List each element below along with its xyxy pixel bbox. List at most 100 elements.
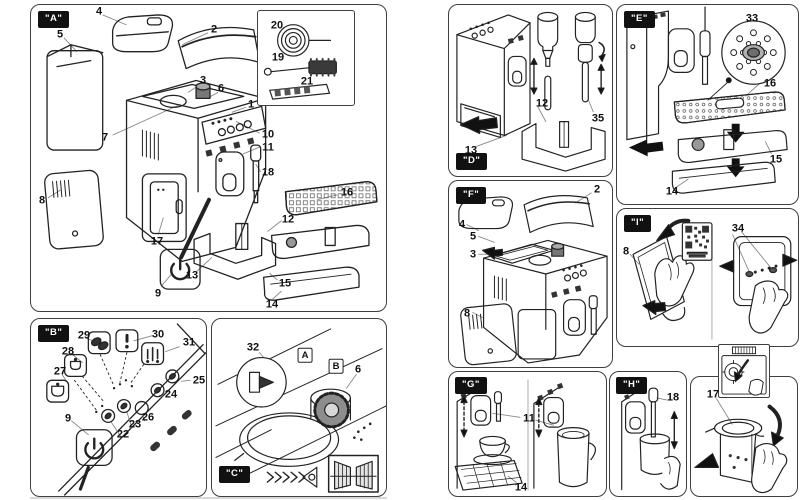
cup-support — [521, 121, 606, 172]
large-cup-icon — [46, 379, 70, 403]
part-number-10: 10 — [261, 128, 275, 141]
panel-B-badge: "B" — [38, 325, 70, 342]
water-test-strip-icon — [268, 83, 331, 100]
part-number-28: 28 — [61, 345, 75, 358]
panel-A-exploded-view: "A" — [30, 4, 387, 312]
panel-I-badge: "I" — [624, 215, 652, 232]
drip-grid — [454, 459, 523, 491]
coffee-spout — [215, 151, 245, 197]
drip-tray — [262, 266, 360, 301]
part-number-6: 6 — [354, 363, 362, 376]
part-number-14: 14 — [665, 185, 679, 198]
rotate-arrow — [767, 404, 782, 438]
part-number-8: 8 — [463, 307, 471, 320]
coffee-spout — [625, 401, 646, 434]
service-door — [517, 308, 557, 360]
hand-lower — [662, 306, 686, 322]
panel-F-covers-removed: "F" — [448, 180, 613, 368]
panel-D-frother-disassembly: "D" — [448, 4, 613, 177]
nozzle-seat-detail — [707, 20, 786, 101]
eye-icon — [302, 466, 318, 488]
steam-wand — [250, 144, 262, 204]
part-number-25: 25 — [192, 374, 206, 387]
part-number-4: 4 — [458, 218, 466, 231]
accessories-inset — [257, 10, 355, 106]
part-number-27: 27 — [53, 365, 67, 378]
part-number-2: 2 — [593, 183, 601, 196]
part-number-22: 22 — [116, 428, 130, 441]
part-number-15: 15 — [769, 153, 783, 166]
small-cup-icon — [63, 353, 88, 377]
side-panel — [44, 169, 104, 250]
assembly-arrows — [628, 123, 745, 178]
drip-tray-insert — [270, 224, 370, 260]
height-arrow — [460, 395, 468, 438]
panel-A-badge: "A" — [38, 11, 70, 28]
pull-arrow — [694, 453, 720, 469]
part-number-17: 17 — [706, 388, 720, 401]
drip-grid — [673, 91, 786, 124]
power-cord — [179, 197, 211, 260]
hand — [748, 378, 764, 396]
descale-icon — [141, 342, 165, 366]
brew-chamber-inset — [718, 344, 770, 398]
part-number-8: 8 — [622, 245, 630, 258]
panel-I-side-panel-removal: "I" — [616, 208, 799, 347]
service-door — [141, 173, 187, 243]
machine-body — [125, 79, 267, 262]
part-number-6: 6 — [217, 82, 225, 95]
part-number-12: 12 — [281, 213, 295, 226]
drip-tray — [671, 161, 776, 194]
water-tank — [46, 44, 104, 151]
push-arrow — [642, 300, 667, 316]
brew-chamber — [722, 359, 745, 384]
panel-F-badge: "F" — [456, 187, 487, 204]
hand — [660, 455, 681, 490]
frother-wand — [648, 387, 659, 438]
part-number-3: 3 — [469, 248, 477, 261]
steam-wand — [493, 391, 503, 422]
part-number-8: 8 — [38, 194, 46, 207]
grinder-adjust-knob — [310, 388, 352, 429]
grinder-burrs-icon — [327, 454, 379, 493]
drip-support — [193, 222, 277, 280]
qr-code-icon — [681, 222, 713, 261]
part-number-9: 9 — [154, 287, 162, 300]
hand — [748, 280, 789, 334]
press-arrow-right — [782, 253, 798, 267]
part-number-4: 4 — [95, 5, 103, 18]
drip-grid — [284, 181, 378, 216]
part-number-20: 20 — [270, 19, 284, 32]
part-number-16: 16 — [763, 77, 777, 90]
part-number-B: B — [328, 358, 344, 374]
part-number-12: 12 — [535, 97, 549, 110]
part-number-30: 30 — [151, 328, 165, 341]
tank-lid — [111, 14, 174, 53]
led-marks — [353, 422, 372, 441]
part-number-23: 23 — [128, 418, 142, 431]
part-number-18: 18 — [261, 166, 275, 179]
panel-H-badge: "H" — [616, 377, 648, 394]
power-button-icon — [159, 248, 201, 290]
panel-B-control-panel: "B" — [30, 318, 207, 497]
steam-wand — [699, 6, 711, 85]
top-cover — [523, 195, 594, 234]
panel-D-badge: "D" — [456, 153, 488, 170]
coffee-beans-icon — [87, 331, 111, 355]
part-number-11: 11 — [262, 141, 274, 154]
bean-hopper-lid — [234, 412, 340, 467]
part-number-14: 14 — [265, 298, 279, 311]
coffee-spout — [470, 395, 492, 426]
part-number-9: 9 — [64, 412, 72, 425]
part-number-11: 11 — [523, 412, 535, 425]
part-number-31: 31 — [182, 336, 196, 349]
next-row-cut-line — [30, 497, 387, 499]
hand — [654, 255, 695, 307]
part-number-26: 26 — [141, 411, 155, 424]
part-number-13: 13 — [464, 144, 478, 157]
exclamation-icon — [115, 329, 139, 353]
machine-side — [626, 10, 670, 145]
part-number-13: 13 — [185, 269, 199, 282]
frother-tube — [530, 11, 559, 111]
